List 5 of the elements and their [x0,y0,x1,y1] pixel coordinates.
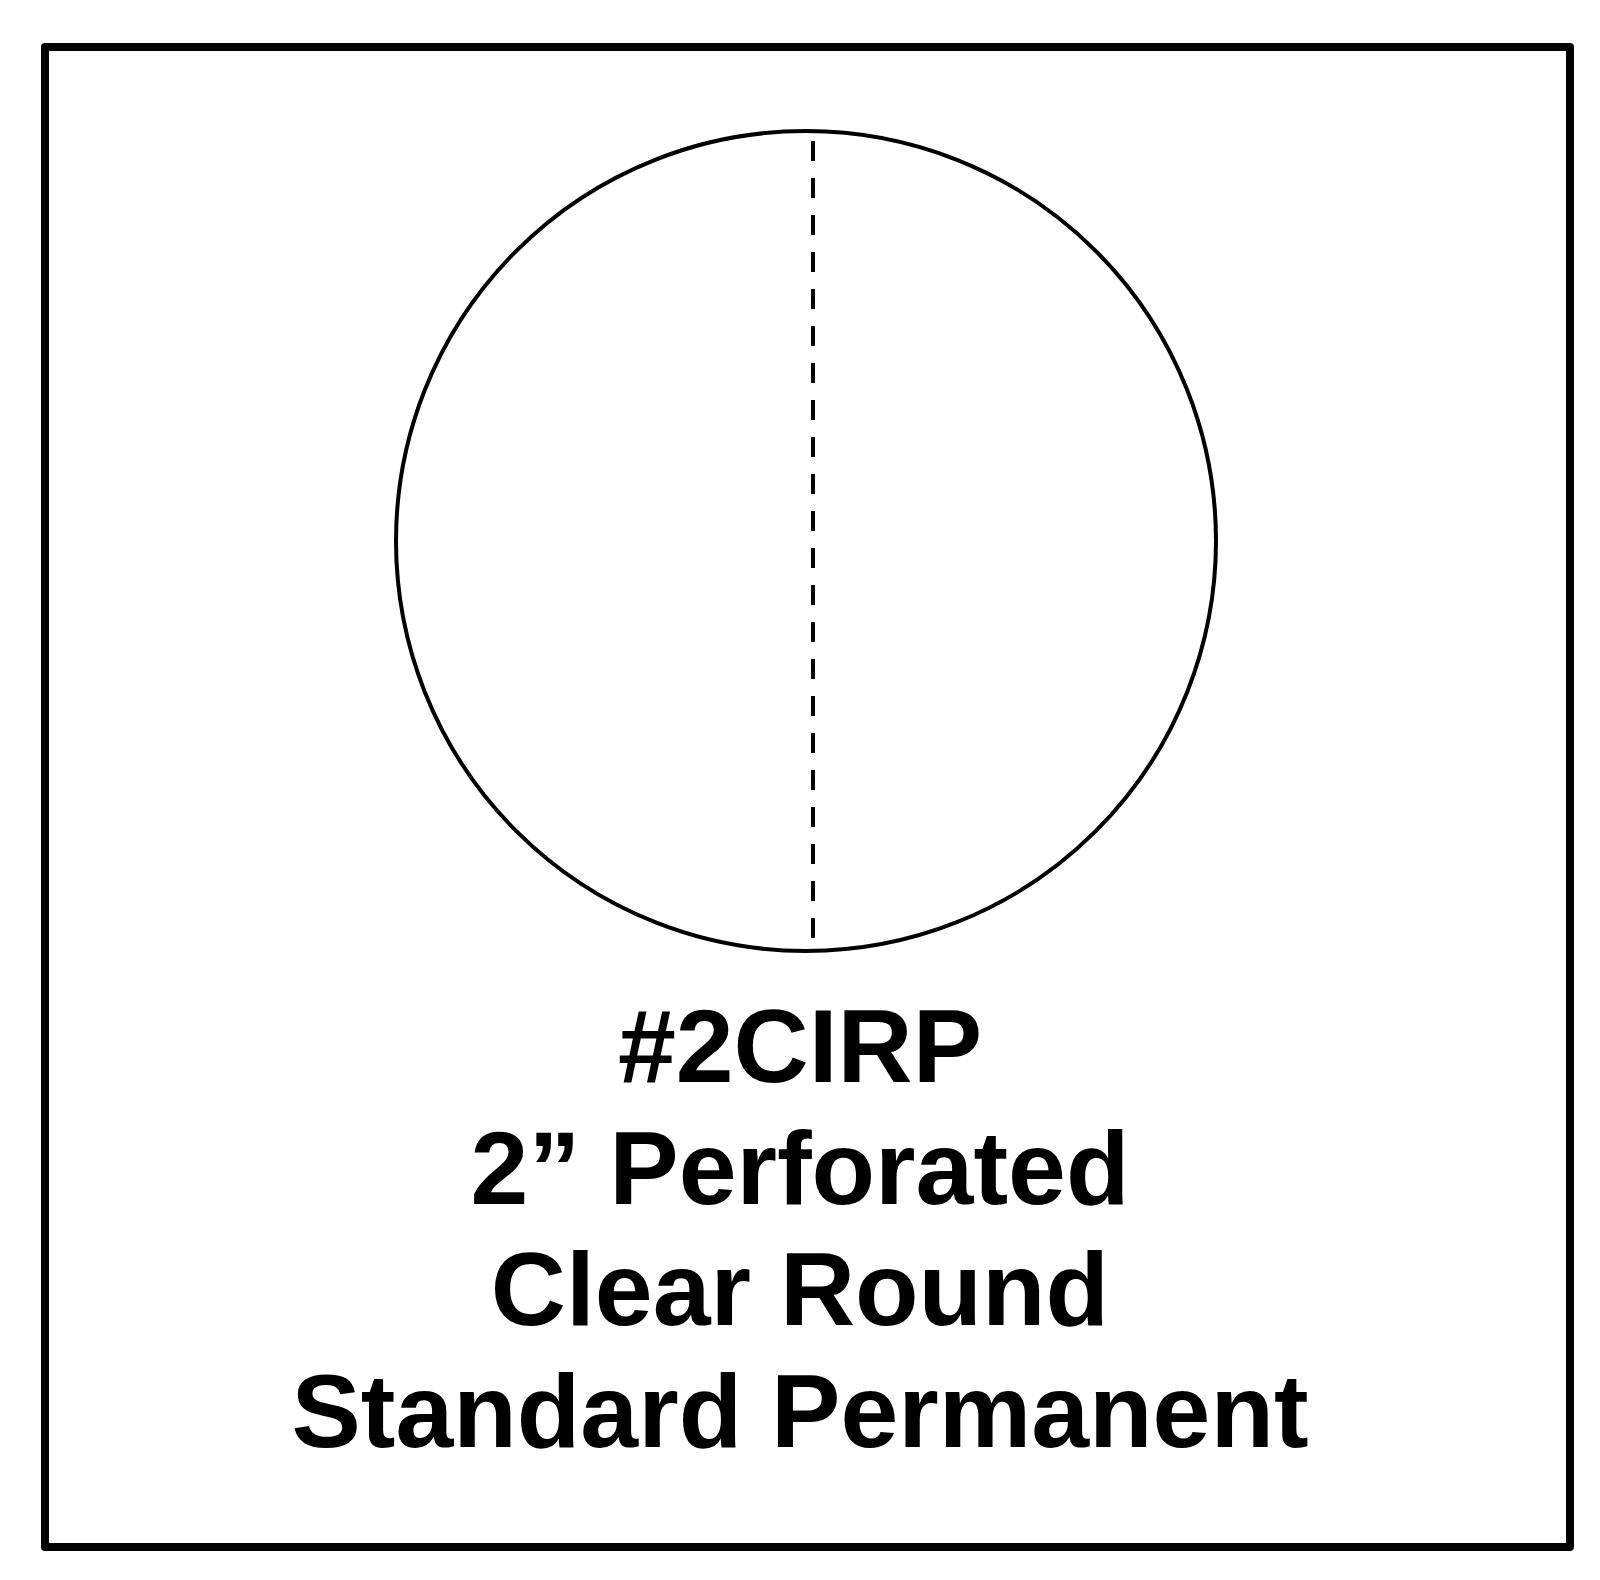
product-description: 2” Perforated [470,1116,1130,1220]
product-description: Standard Permanent [291,1359,1309,1463]
product-code: #2CIRP [617,994,983,1098]
round-label-outline [394,129,1218,953]
product-description: Clear Round [490,1237,1110,1341]
